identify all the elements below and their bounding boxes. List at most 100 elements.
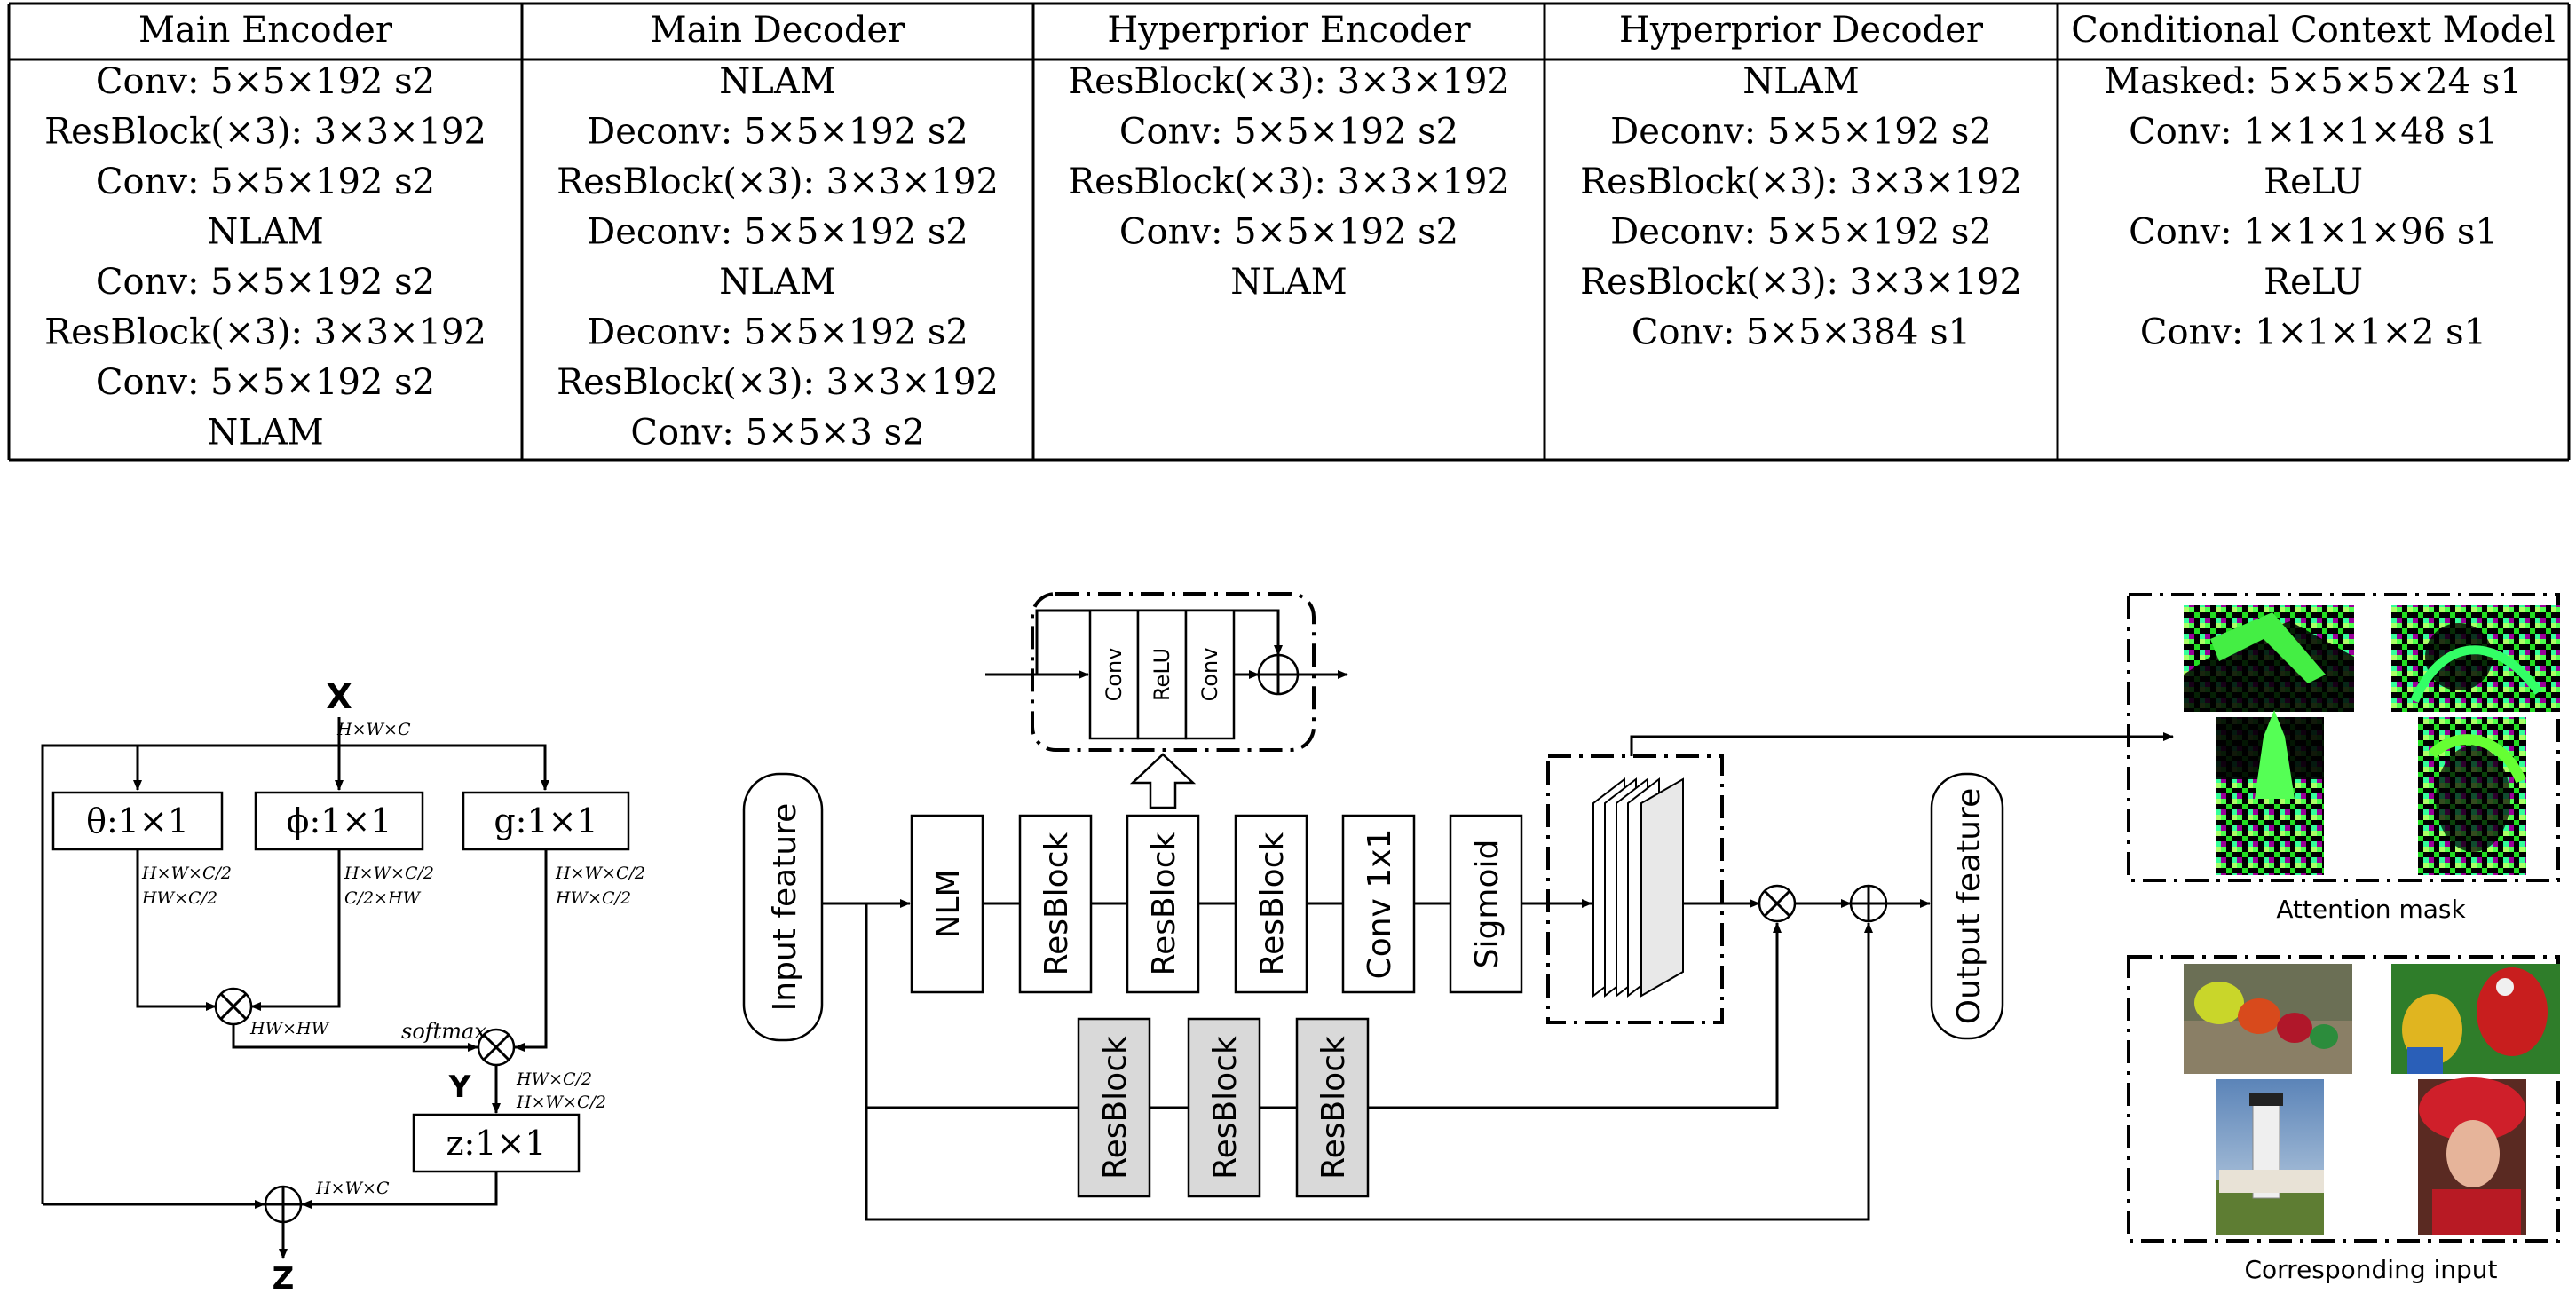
nlm-dim-y-1: HW×C/2 (516, 1069, 592, 1089)
table-cell: Conv: 5×5×192 s2 (96, 61, 435, 102)
nlm-dim-y-2: H×W×C/2 (516, 1093, 606, 1112)
main-branch-block-label: ResBlock (1146, 832, 1182, 976)
attention-mask-frame (1546, 754, 1724, 1024)
nlam-diagram: Input feature Output feature NLM ResBlock… (742, 592, 2174, 1221)
table-cell: ResBlock(×3): 3×3×192 (1580, 162, 2022, 202)
attention-mask-image (2216, 710, 2324, 875)
input-feature-pill (742, 772, 824, 1042)
attention-mask-image (2418, 717, 2526, 875)
resblock-detail-layer-label: Conv (1102, 648, 1126, 702)
add-icon (1257, 653, 1300, 696)
z-conv-box (412, 1113, 581, 1173)
main-branch-block (1341, 814, 1416, 994)
phi-conv-label: ϕ:1×1 (287, 801, 392, 840)
nlm-diagram: X H×W×C θ:1×1 ϕ:1×1 g:1×1 H×W×C/2 HW×C/2… (41, 677, 645, 1294)
nlm-input-bus (41, 744, 549, 1204)
main-branch-block-label: ResBlock (1254, 832, 1291, 976)
table-cell: ReLU (2264, 162, 2363, 202)
input-image-woman (2418, 1077, 2526, 1235)
nlm-dim-input: H×W×C (336, 720, 411, 739)
nlm-phi-to-mult (250, 849, 341, 1011)
resblock-detail-frame (1031, 592, 1316, 752)
input-image-lighthouse (2216, 1079, 2324, 1235)
table-cell: Conv: 5×5×192 s2 (96, 362, 435, 403)
table-cell: NLAM (719, 61, 835, 102)
main-branch-block-label: Conv 1x1 (1362, 829, 1398, 980)
skip-to-add (865, 922, 1873, 1221)
phi-conv-box (254, 791, 424, 851)
table-cell: NLAM (719, 262, 835, 303)
table-header-cell: Main Decoder (651, 10, 906, 51)
nlm-input-label: X (326, 677, 352, 716)
architecture-table: Main Encoder Main Decoder Hyperprior Encod… (7, 2, 2571, 462)
mask-visual-arrow (1630, 732, 2174, 756)
table-cell: NLAM (1742, 61, 1859, 102)
nlm-theta-to-mult (136, 849, 217, 1011)
output-feature-pill (1930, 772, 2004, 1040)
nlm-output-label: Z (273, 1261, 295, 1294)
table-cell: ResBlock(×3): 3×3×192 (1068, 162, 1510, 202)
table-cell: Conv: 5×5×192 s2 (1119, 212, 1458, 253)
attention-mask-panel-frame (2127, 593, 2560, 882)
attention-mask-image (2184, 605, 2354, 712)
nlm-dim-hwhw: HW×HW (249, 1019, 330, 1038)
table-cell: Conv: 1×1×1×2 s1 (2140, 312, 2486, 353)
main-branch-block-label: NLM (930, 869, 967, 938)
multiply-icon (1758, 884, 1797, 923)
table-cell: ResBlock(×3): 3×3×192 (557, 162, 999, 202)
corresponding-input-panel: Corresponding input (2127, 955, 2560, 1284)
corresponding-input-panel-frame (2127, 955, 2560, 1243)
table-cell: ResBlock(×3): 3×3×192 (44, 312, 486, 353)
multiply-icon (214, 987, 253, 1026)
feature-stack (1592, 777, 1684, 998)
nlm-z-to-add (301, 1172, 498, 1209)
add-icon (264, 1185, 303, 1224)
nlm-dim-theta-2: HW×C/2 (141, 888, 217, 908)
table-cell: ResBlock(×3): 3×3×192 (1068, 61, 1510, 102)
table-header-cell: Hyperprior Decoder (1619, 10, 1984, 51)
main-branch-blocks: NLM ResBlock ResBlock ResBlock Conv 1x1 Sigmo… (910, 814, 1592, 994)
attention-mask-caption: Attention mask (2276, 895, 2466, 924)
table-cell: Masked: 5×5×5×24 s1 (2104, 61, 2523, 102)
table-cell: NLAM (1230, 262, 1347, 303)
attention-mask-image (2391, 605, 2560, 712)
table-cell: ResBlock(×3): 3×3×192 (44, 112, 486, 153)
attention-mask-panel: Attention mask (2127, 593, 2560, 924)
table-cell: Deconv: 5×5×192 s2 (587, 312, 968, 353)
output-feature-label: Output feature (1951, 788, 1987, 1024)
table-cell: Conv: 1×1×1×48 s1 (2129, 112, 2498, 153)
table-cell: Conv: 5×5×192 s2 (1119, 112, 1458, 153)
table-cell: Conv: 1×1×1×96 s1 (2129, 212, 2498, 253)
add-icon (1849, 884, 1888, 923)
theta-conv-label: θ:1×1 (86, 801, 189, 840)
trunk-block-label: ResBlock (1097, 1036, 1134, 1180)
expand-arrow-icon (1129, 753, 1197, 809)
table-header-cell: Main Encoder (138, 10, 393, 51)
main-branch-block (1126, 814, 1200, 994)
nlm-dim-g-2: HW×C/2 (555, 888, 631, 908)
table-cell: ResBlock(×3): 3×3×192 (557, 362, 999, 403)
main-branch-block (910, 814, 984, 994)
table-cell: Conv: 5×5×384 s1 (1632, 312, 1971, 353)
table-header-cell: Hyperprior Encoder (1107, 10, 1471, 51)
trunk-block (1187, 1017, 1261, 1198)
trunk-block-label: ResBlock (1207, 1036, 1244, 1180)
theta-conv-box (51, 791, 224, 851)
input-feature-label: Input feature (767, 803, 803, 1012)
nlm-dim-theta-1: H×W×C/2 (141, 864, 232, 883)
main-branch-block-label: ResBlock (1039, 832, 1075, 976)
table-cell: Deconv: 5×5×192 s2 (1610, 212, 1992, 253)
nlm-affinity-to-mult (232, 1024, 478, 1052)
table-cell: Deconv: 5×5×192 s2 (587, 212, 968, 253)
nlm-y-label: Y (448, 1069, 471, 1105)
main-branch-block-label: Sigmoid (1469, 840, 1505, 969)
table-headers: Main Encoder Main Decoder Hyperprior Encod… (138, 10, 2556, 51)
table-cell: Conv: 5×5×192 s2 (96, 162, 435, 202)
trunk-to-multiply (1368, 922, 1782, 1109)
input-image-caps (2184, 964, 2352, 1074)
table-header-cell: Conditional Context Model (2071, 10, 2556, 51)
